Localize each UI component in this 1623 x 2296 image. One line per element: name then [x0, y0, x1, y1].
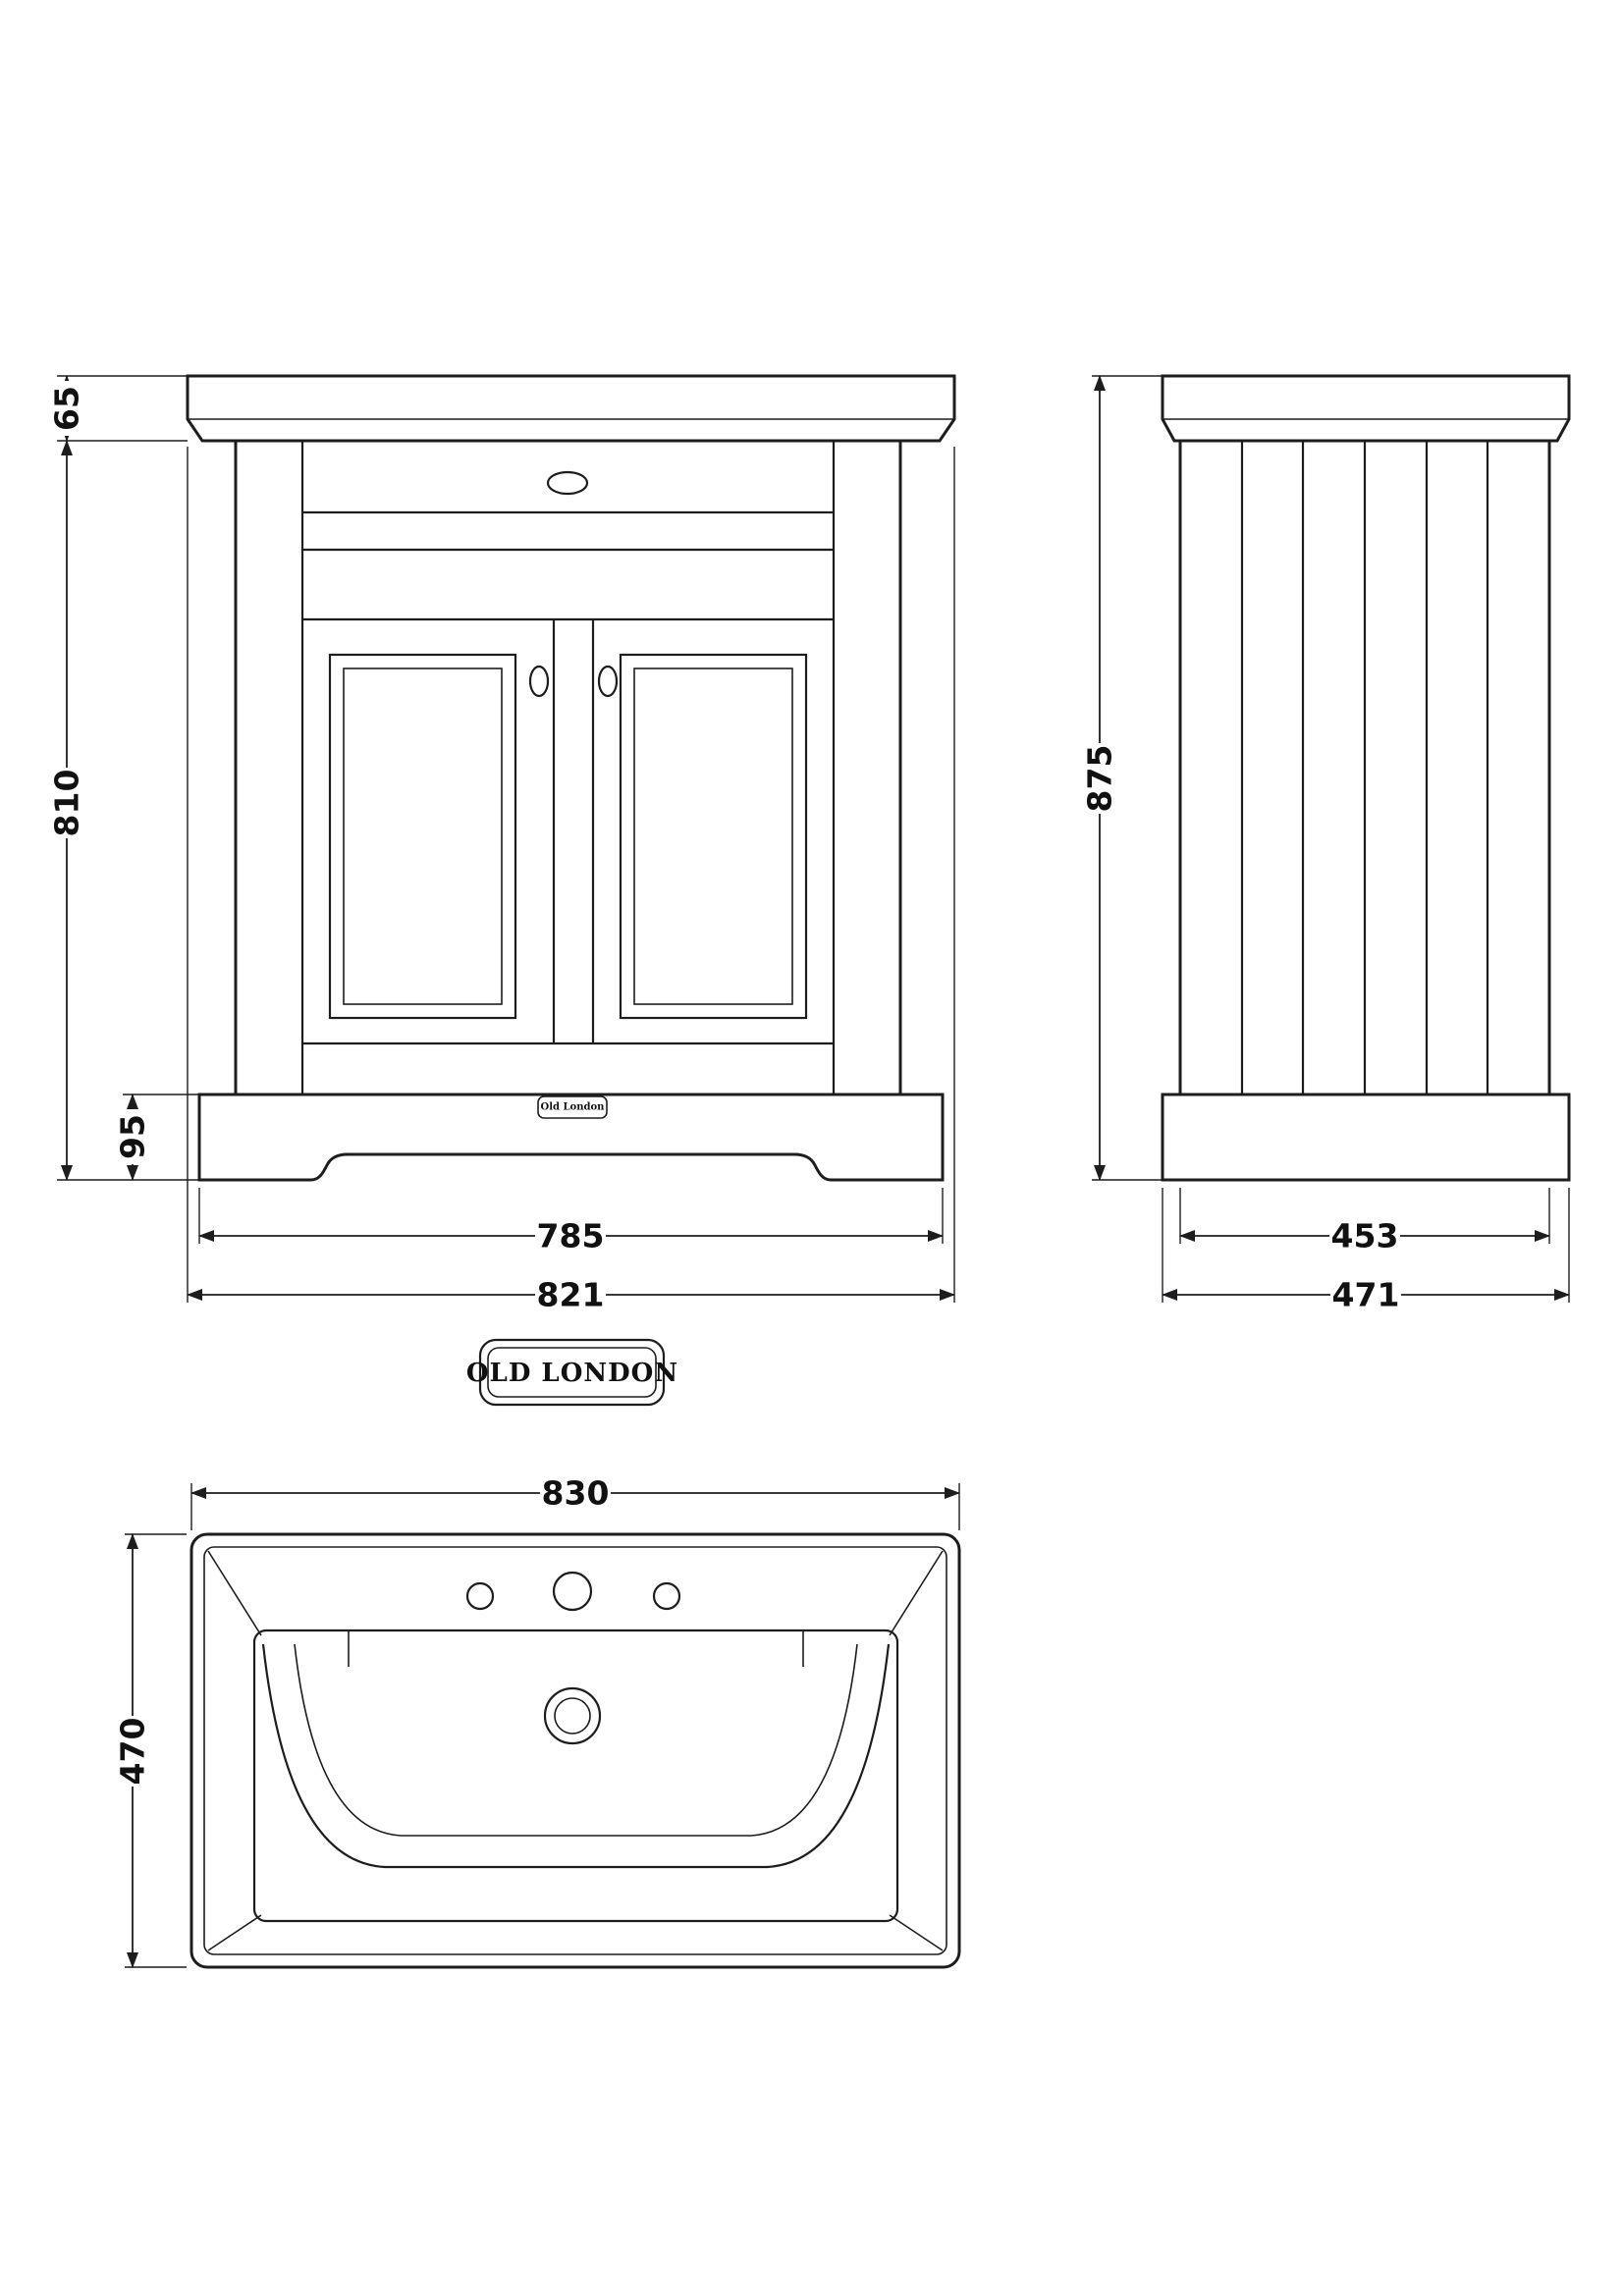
brand-logo: OLD LONDON: [466, 1359, 678, 1388]
side-countertop: [1161, 374, 1571, 443]
front-dimensions: 65 810 95 785 821: [47, 375, 955, 1314]
door-handle-right: [597, 665, 619, 698]
basin-bowl-outline: [252, 1629, 899, 1923]
brand-plaque-frame: [537, 1095, 608, 1119]
basin-corner-line-tr: [889, 1550, 944, 1636]
dim-plinth-height: 95: [114, 1114, 152, 1159]
left-door-panel-outer: [328, 653, 517, 1020]
right-door-panel-inner: [633, 667, 793, 1005]
front-plinth: [197, 1093, 945, 1182]
brand-badge: OLD LONDON: [466, 1338, 678, 1407]
left-door-panel-inner: [343, 667, 503, 1005]
basin-waste-inner: [554, 1697, 591, 1735]
basin-dimensions: 830 470: [113, 1473, 960, 1968]
dim-body-height: 810: [48, 770, 86, 837]
dim-basin-width: 830: [542, 1474, 610, 1513]
basin-rim-line: [203, 1546, 947, 1955]
drawer-knob: [546, 470, 589, 496]
basin-bowl-slope-inner: [294, 1643, 858, 1837]
dim-counter-height: 65: [48, 386, 86, 431]
brand-plaque: Old London: [537, 1095, 608, 1119]
basin-top-view: [189, 1532, 961, 1969]
side-plinth: [1161, 1093, 1571, 1182]
tap-hole-right: [652, 1581, 681, 1611]
dim-counter-width: 821: [537, 1276, 605, 1314]
basin-bowl-slope-outer: [261, 1643, 891, 1869]
side-view: [1161, 374, 1571, 1182]
basin-waste-outer: [543, 1686, 602, 1745]
dim-plinth-width: 785: [537, 1217, 605, 1255]
tap-hole-center: [552, 1571, 593, 1612]
side-dimensions: 875 453 471: [1080, 375, 1570, 1314]
dim-total-height: 875: [1081, 745, 1119, 813]
front-cabinet-body: [234, 439, 902, 1096]
basin-corner-line-br: [889, 1914, 944, 1951]
right-door-panel-outer: [619, 653, 808, 1020]
dim-body-depth: 453: [1331, 1217, 1399, 1255]
basin-corner-line-tl: [207, 1550, 262, 1636]
dim-counter-depth: 471: [1332, 1276, 1400, 1314]
basin-outer-edge: [189, 1532, 961, 1969]
tap-hole-left: [465, 1581, 495, 1611]
basin-corner-line-bl: [207, 1914, 262, 1951]
dim-basin-depth: 470: [114, 1718, 152, 1786]
front-countertop: [186, 374, 956, 443]
front-view: Old London: [186, 374, 956, 1182]
door-handle-left: [528, 665, 550, 698]
brand-badge-outer-frame: [478, 1338, 666, 1407]
brand-badge-inner-frame: [487, 1347, 657, 1398]
brand-plaque-text: Old London: [541, 1102, 606, 1113]
